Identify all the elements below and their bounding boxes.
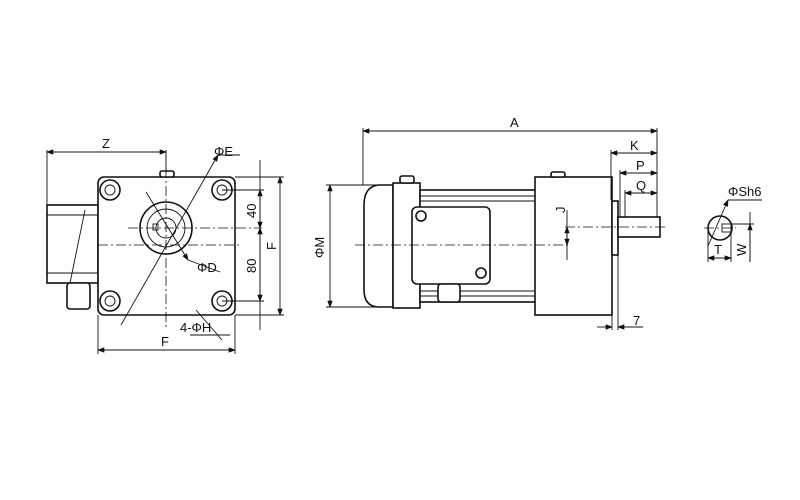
motor-end-cover [363,184,394,308]
label-phi-sh6: ΦSh6 [728,184,762,199]
cable-gland [66,282,91,310]
label-a: A [510,115,519,130]
label-z: Z [102,136,110,151]
gearbox-side [534,176,613,316]
label-t: T [714,242,722,257]
label-40: 40 [244,204,259,218]
label-80: 80 [244,259,259,273]
label-f-bottom: F [161,334,169,349]
front-view: Z ΦE ΦD 4-ΦH F 40 80 F [46,136,284,354]
side-view: A K P Q J ΦM 7 [312,115,665,330]
label-4-phi-h: 4-ΦH [180,320,211,335]
label-p: P [636,158,645,173]
label-k: K [630,138,639,153]
label-w: W [734,243,749,256]
label-phi-d: ΦD [197,260,217,275]
label-7: 7 [633,313,640,328]
label-phi-e: ΦE [214,144,233,159]
label-q: Q [636,178,646,193]
shaft-section: ΦSh6 T W [704,184,762,262]
label-phi-m: ΦM [312,237,327,258]
label-f-side: F [264,242,279,250]
label-j: J [553,207,568,214]
